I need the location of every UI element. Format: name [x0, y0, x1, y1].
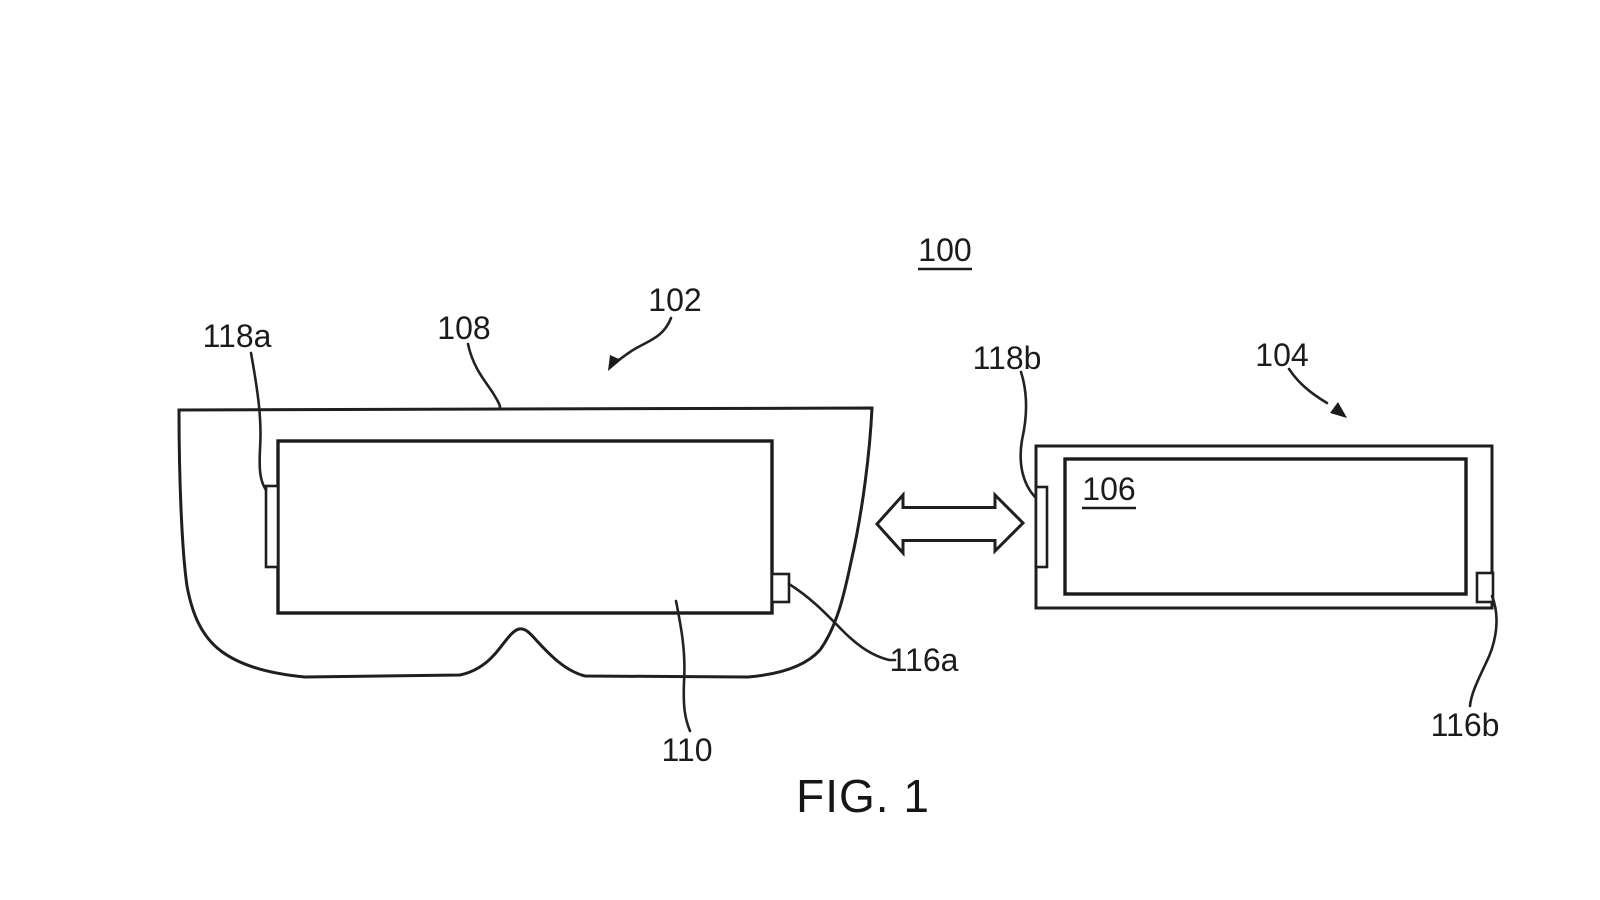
leader-arrowhead-104 [1330, 402, 1347, 418]
leader-line-116a [787, 582, 897, 662]
leader-line-110 [674, 599, 692, 733]
external-device-screen-rect [1063, 457, 1468, 596]
ref-label-100: 100 [918, 232, 971, 268]
bidirectional-arrow-icon [874, 491, 1026, 557]
ref-label-118a: 118a [203, 318, 272, 354]
device-connector-118b [1034, 485, 1049, 569]
figure-caption: FIG. 1 [796, 770, 930, 822]
ref-label-102: 102 [648, 282, 701, 318]
leader-line-118b [1019, 370, 1037, 499]
ref-label-116a: 116a [890, 642, 959, 678]
headset-port-116a [770, 572, 791, 604]
ref-label-106: 106 [1082, 471, 1135, 507]
leader-line-102 [611, 316, 673, 367]
headset-display-rect [276, 439, 774, 615]
ref-label-116b: 116b [1431, 707, 1500, 743]
leader-line-108 [466, 342, 502, 409]
ref-label-108: 108 [437, 310, 490, 346]
leader-line-104 [1287, 367, 1329, 405]
ref-label-104: 104 [1255, 337, 1308, 373]
leader-arrowhead-102 [608, 355, 621, 371]
headset-connector-118a [264, 484, 280, 569]
ref-label-110: 110 [661, 732, 712, 768]
leader-line-116b [1468, 594, 1498, 708]
device-port-116b [1475, 571, 1495, 604]
headset-goggles-outline [177, 406, 874, 679]
ref-label-118b: 118b [973, 340, 1042, 376]
leader-line-118a [249, 351, 268, 492]
